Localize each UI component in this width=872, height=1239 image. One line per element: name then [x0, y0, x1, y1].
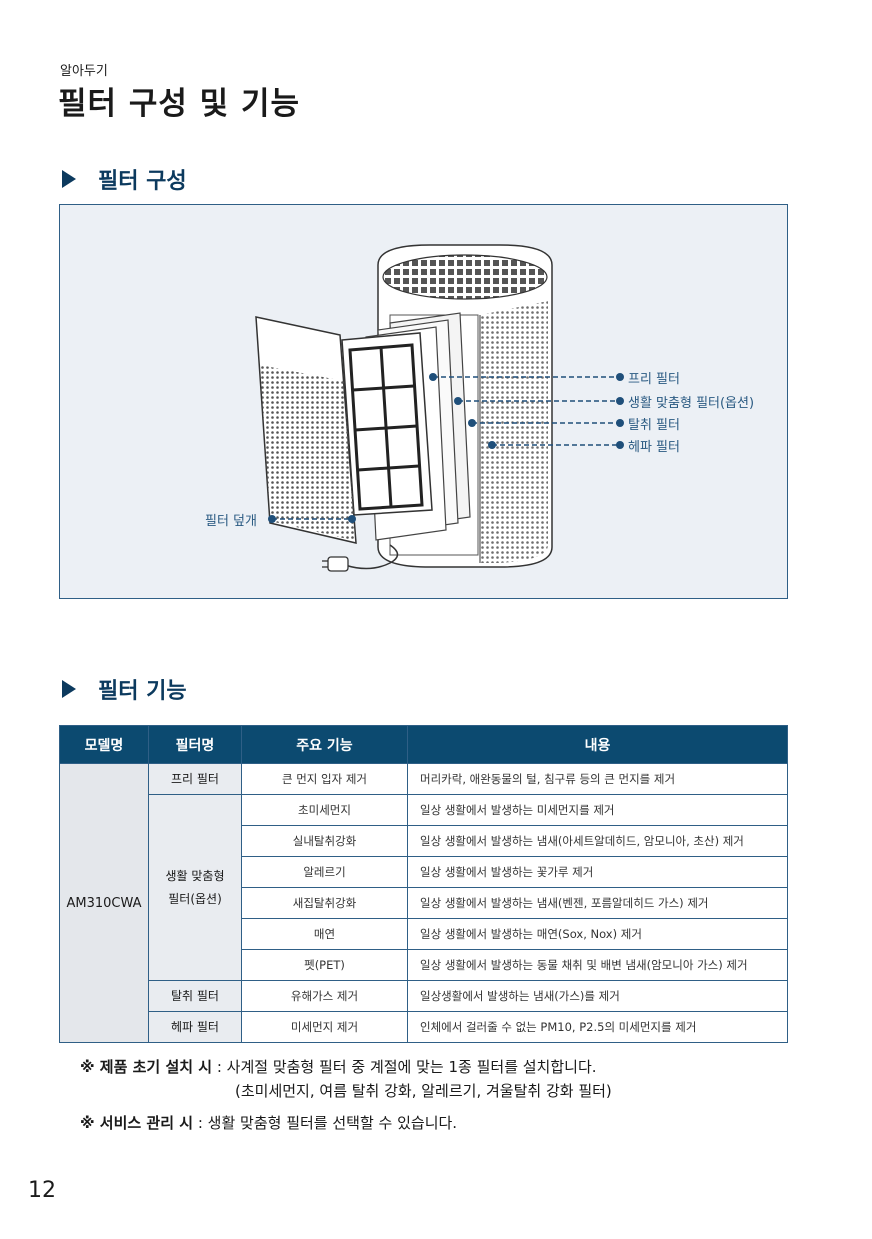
power-cable	[322, 544, 399, 572]
content-cell: 일상생활에서 발생하는 냄새(가스)를 제거	[407, 980, 788, 1012]
table-row: 실내탈취강화 일상 생활에서 발생하는 냄새(아세트알데히드, 암모니아, 초산…	[60, 825, 788, 857]
filter-cover-panel	[255, 316, 357, 544]
table-header-row: 모델명 필터명 주요 기능 내용	[59, 725, 788, 764]
note-continuation: (초미세먼지, 여름 탈취 강화, 알레르기, 겨울탈취 강화 필터)	[235, 1082, 612, 1100]
content-cell: 일상 생활에서 발생하는 매연(Sox, Nox) 제거	[407, 918, 788, 950]
filter-composition-diagram: 프리 필터 생활 맞춤형 필터(옵션) 탈취 필터 헤파 필터 필터 덮개	[59, 204, 788, 599]
content-cell: 일상 생활에서 발생하는 꽃가루 제거	[407, 856, 788, 888]
content-cell: 일상 생활에서 발생하는 냄새(아세트알데히드, 암모니아, 초산) 제거	[407, 825, 788, 857]
table-row: 펫(PET) 일상 생활에서 발생하는 동물 채취 및 배변 냄새(암모니아 가…	[60, 949, 788, 981]
table-row: AM310CWA 프리 필터 큰 먼지 입자 제거 머리카락, 애완동물의 털,…	[59, 763, 788, 1043]
function-cell: 미세먼지 제거	[241, 1011, 408, 1043]
note-text: : 생활 맞춤형 필터를 선택할 수 있습니다.	[193, 1114, 458, 1132]
table-row: 헤파 필터 미세먼지 제거 인체에서 걸러줄 수 없는 PM10, P2.5의 …	[60, 1011, 788, 1043]
label-pre-filter: 프리 필터	[628, 372, 680, 387]
header-model: 모델명	[59, 725, 149, 764]
content-cell: 머리카락, 애완동물의 털, 침구류 등의 큰 먼지를 제거	[407, 763, 788, 795]
function-cell: 알레르기	[241, 856, 408, 888]
notes-block: ※ 제품 초기 설치 시 : 사계절 맞춤형 필터 중 계절에 맞는 1종 필터…	[80, 1055, 612, 1135]
note-initial-install: ※ 제품 초기 설치 시 : 사계절 맞춤형 필터 중 계절에 맞는 1종 필터…	[80, 1055, 612, 1079]
label-custom-filter: 생활 맞춤형 필터(옵션)	[628, 396, 755, 411]
triangle-bullet-icon	[62, 170, 76, 188]
label-filter-cover: 필터 덮개	[205, 514, 257, 529]
label-hepa-filter: 헤파 필터	[628, 440, 680, 455]
note-label: ※ 제품 초기 설치 시	[80, 1058, 213, 1076]
page-number: 12	[28, 1178, 56, 1203]
filter-name-cell: 탈취 필터	[148, 980, 242, 1012]
section-heading-text: 필터 구성	[98, 169, 187, 194]
header-content: 내용	[407, 725, 788, 764]
filter-name-cell: 프리 필터	[148, 763, 242, 795]
section-heading-function: 필터 기능	[62, 673, 187, 705]
content-cell: 일상 생활에서 발생하는 냄새(벤젠, 포름알데히드 가스) 제거	[407, 887, 788, 919]
custom-filter-line2: 필터(옵션)	[168, 891, 222, 906]
function-cell: 초미세먼지	[241, 794, 408, 826]
function-cell: 매연	[241, 918, 408, 950]
callout-lines	[268, 373, 624, 523]
note-label: ※ 서비스 관리 시	[80, 1114, 194, 1132]
content-cell: 일상 생활에서 발생하는 동물 채취 및 배변 냄새(암모니아 가스) 제거	[407, 949, 788, 981]
custom-filter-line1: 생활 맞춤형	[165, 868, 225, 883]
model-cell: AM310CWA	[59, 763, 149, 1043]
table-row: 생활 맞춤형 필터(옵션) 초미세먼지 일상 생활에서 발생하는 미세먼지를 제…	[60, 794, 788, 981]
filter-function-table: 모델명 필터명 주요 기능 내용 AM310CWA 프리 필터 큰 먼지 입자 …	[59, 725, 788, 1043]
pre-filter-mesh	[341, 332, 433, 516]
header-filter-name: 필터명	[148, 725, 242, 764]
filter-name-cell: 헤파 필터	[148, 1011, 242, 1043]
triangle-bullet-icon	[62, 680, 76, 698]
filter-name-cell-custom: 생활 맞춤형 필터(옵션)	[148, 794, 242, 981]
note-text: : 사계절 맞춤형 필터 중 계절에 맞는 1종 필터를 설치합니다.	[212, 1058, 597, 1076]
content-cell: 일상 생활에서 발생하는 미세먼지를 제거	[407, 794, 788, 826]
page-title: 필터 구성 및 기능	[58, 86, 301, 122]
function-cell: 유해가스 제거	[241, 980, 408, 1012]
note-service: ※ 서비스 관리 시 : 생활 맞춤형 필터를 선택할 수 있습니다.	[80, 1111, 612, 1135]
air-purifier-exploded-illustration	[255, 244, 624, 572]
content-cell: 인체에서 걸러줄 수 없는 PM10, P2.5의 미세먼지를 제거	[407, 1011, 788, 1043]
section-heading-text: 필터 기능	[98, 679, 187, 704]
table-row: 알레르기 일상 생활에서 발생하는 꽃가루 제거	[60, 856, 788, 888]
section-eyebrow: 알아두기	[60, 64, 108, 79]
function-cell: 펫(PET)	[241, 949, 408, 981]
function-cell: 실내탈취강화	[241, 825, 408, 857]
section-heading-composition: 필터 구성	[62, 163, 187, 195]
function-cell: 새집탈취강화	[241, 887, 408, 919]
table-row: 매연 일상 생활에서 발생하는 매연(Sox, Nox) 제거	[60, 918, 788, 950]
function-cell: 큰 먼지 입자 제거	[241, 763, 408, 795]
table-row: 탈취 필터 유해가스 제거 일상생활에서 발생하는 냄새(가스)를 제거	[60, 980, 788, 1012]
header-main-function: 주요 기능	[241, 725, 408, 764]
label-deodorizing-filter: 탈취 필터	[628, 418, 680, 433]
